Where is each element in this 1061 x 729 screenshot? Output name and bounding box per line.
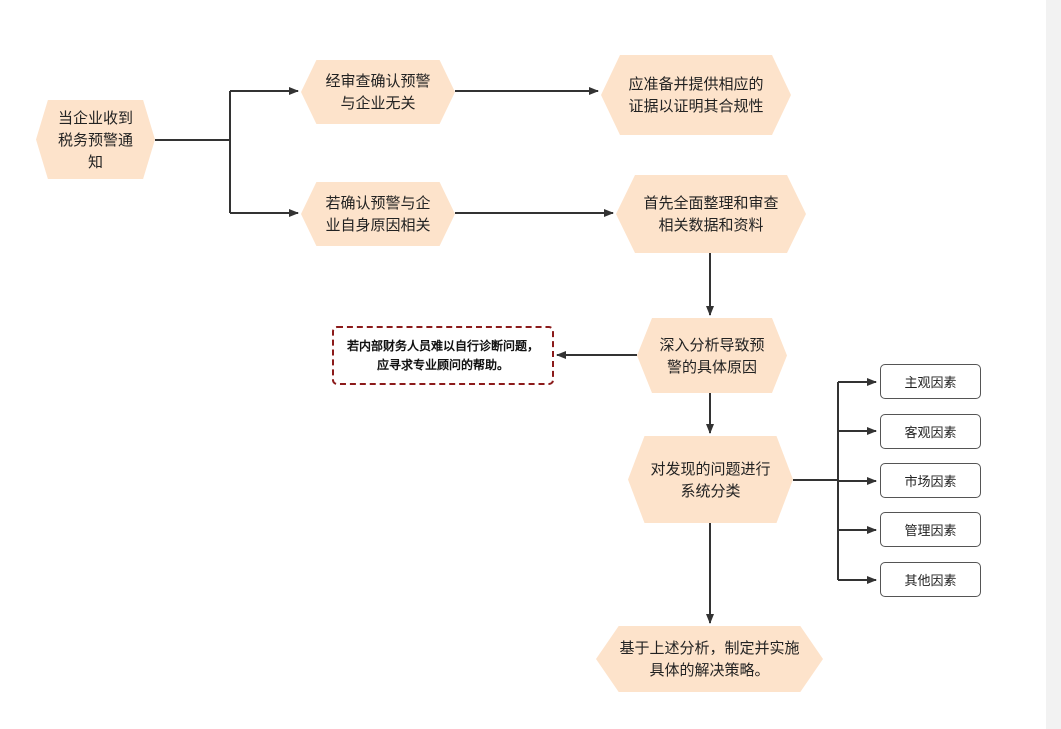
node-warning-related: 若确认预警与企业自身原因相关 — [301, 182, 455, 246]
factor-other: 其他因素 — [880, 562, 981, 597]
factor-subjective: 主观因素 — [880, 364, 981, 399]
factor-objective: 客观因素 — [880, 414, 981, 449]
node-organize-data: 首先全面整理和审查相关数据和资料 — [616, 175, 806, 253]
note-seek-expert: 若内部财务人员难以自行诊断问题，应寻求专业顾问的帮助。 — [332, 326, 554, 385]
factor-management: 管理因素 — [880, 512, 981, 547]
factor-market: 市场因素 — [880, 463, 981, 498]
node-start: 当企业收到税务预警通知 — [36, 100, 155, 179]
node-provide-evidence: 应准备并提供相应的证据以证明其合规性 — [601, 55, 791, 135]
window-edge-strip — [1046, 0, 1061, 729]
node-analyze-cause: 深入分析导致预警的具体原因 — [637, 318, 787, 393]
node-strategy: 基于上述分析，制定并实施具体的解决策略。 — [596, 626, 823, 692]
node-warning-unrelated: 经审查确认预警与企业无关 — [301, 60, 455, 124]
node-classify-issues: 对发现的问题进行系统分类 — [628, 436, 793, 523]
